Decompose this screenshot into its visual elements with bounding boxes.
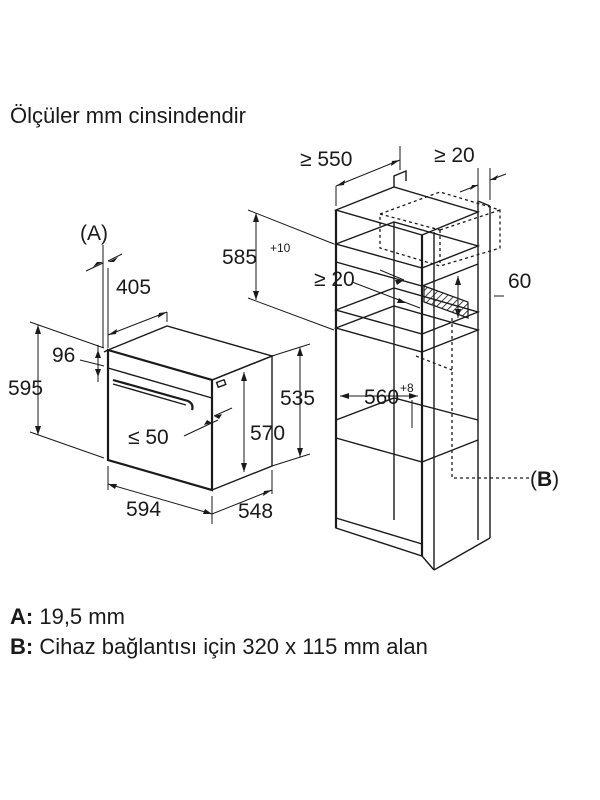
cabinet-hidden-box [379,191,501,267]
dim-20-vent-line [351,281,421,309]
dim-560-text: 560 [364,386,399,409]
dim-50-line [183,419,219,437]
legend-b-text: Cihaz bağlantısı için 320 x 115 mm alan [39,634,428,659]
dim-535-text: 535 [280,387,315,410]
dim-20-top-text: ≥ 20 [434,144,475,167]
dim-96-text: 96 [52,344,75,367]
legend-a-key: A: [10,604,34,629]
dim-405-text: 405 [116,276,151,299]
dim-405-line [107,311,168,336]
oven-front-face [106,348,214,492]
legend-item-a: A: 19,5 mm [10,604,125,630]
cabinet-base [335,517,423,557]
diagram-heading: Ölçüler mm cinsindendir [10,103,246,128]
dim-585-tol-text: +10 [270,241,291,255]
legend-a-text: 19,5 mm [39,604,125,629]
oven-top-face [105,325,275,381]
marker-b-label: (B) [530,468,559,491]
oven-drawing [29,245,311,524]
oven-control-panel-line [107,367,213,399]
dim-560-tol-text: +8 [400,381,414,395]
oven-knob-icon [215,378,227,389]
oven-door-handle [112,378,194,411]
dim-550-text: ≥ 550 [300,148,352,171]
dim-594-text: 594 [126,498,161,521]
cabinet-drawing [247,146,530,571]
cabinet-top [333,186,481,236]
oven-flange [103,348,109,362]
dim-595-text: 595 [8,377,43,400]
oven-door-handle-shadow [112,383,187,406]
dim-548-line [211,489,273,515]
dim-20-vent-text: ≥ 20 [314,268,355,291]
dim-594-line [107,483,213,515]
dim-595-ext-top [29,321,105,349]
vent-opening-hatched [423,285,469,319]
cabinet-upper-shelf [333,221,481,269]
connection-dashed-line [451,318,530,479]
legend-item-b: B: Cihaz bağlantısı için 320 x 115 mm al… [10,634,428,660]
marker-b-letter: B [537,468,552,491]
dim-548-text: 548 [238,500,273,523]
dim-550-line [335,159,401,187]
dim-96-line [79,359,105,367]
dim-585-text: 585 [222,246,257,269]
marker-a-label: (A) [80,222,108,245]
legend-b-key: B: [10,634,34,659]
dim-50-text: ≤ 50 [128,426,169,449]
dim-60-text: 60 [508,270,531,293]
dim-570-text: 570 [250,422,285,445]
